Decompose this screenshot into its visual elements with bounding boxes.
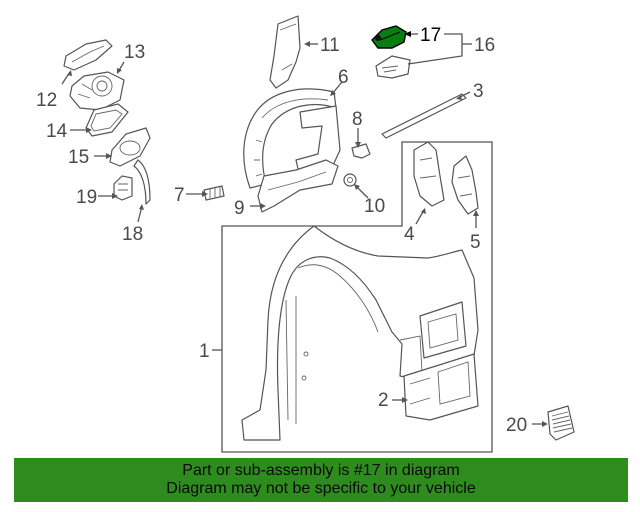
part-15-filler-pocket[interactable] <box>109 127 151 167</box>
callout-20: 20 <box>506 415 527 436</box>
callout-4: 4 <box>404 224 415 245</box>
part-12-fuel-door[interactable] <box>63 39 113 71</box>
assembly-group-outline <box>221 141 493 453</box>
callout-18: 18 <box>122 224 143 245</box>
callout-19: 19 <box>76 187 97 208</box>
callout-17: 17 <box>420 25 441 46</box>
part-17-actuator[interactable] <box>371 25 407 49</box>
callout-11: 11 <box>320 35 340 56</box>
leader-arrowheads <box>67 31 548 427</box>
part-13-fuel-door-housing[interactable] <box>69 71 125 111</box>
banner-line-part-number: Part or sub-assembly is #17 in diagram <box>182 462 460 479</box>
callout-2: 2 <box>378 390 389 411</box>
part-3-strip[interactable] <box>381 93 467 139</box>
part-16-bracket-assembly[interactable] <box>375 55 411 79</box>
callout-12: 12 <box>36 90 57 111</box>
part-2-lower-extension[interactable] <box>403 353 479 421</box>
callout-16: 16 <box>474 35 495 56</box>
callout-15: 15 <box>68 147 89 168</box>
info-banner: Part or sub-assembly is #17 in diagram D… <box>14 458 628 502</box>
callout-9: 9 <box>234 198 245 219</box>
part-8-clip[interactable] <box>351 143 371 159</box>
callout-labels: 1 2 3 4 5 6 7 8 9 10 11 12 13 14 15 16 1… <box>36 25 527 436</box>
part-5-inner-panel[interactable] <box>451 155 479 215</box>
part-7-push-pin[interactable] <box>203 185 225 201</box>
callout-1: 1 <box>199 341 210 362</box>
part-10-nut[interactable] <box>343 173 357 187</box>
callout-10: 10 <box>364 196 385 217</box>
callout-8: 8 <box>352 109 363 130</box>
callout-13: 13 <box>124 42 145 63</box>
part-4-inner-bracket[interactable] <box>413 141 445 207</box>
banner-line-disclaimer: Diagram may not be specific to your vehi… <box>166 480 476 497</box>
part-11-trim-panel[interactable] <box>269 15 301 89</box>
callout-3: 3 <box>473 81 484 102</box>
part-18-hose[interactable] <box>133 159 151 205</box>
callout-14: 14 <box>46 121 68 142</box>
part-1-quarter-panel[interactable] <box>241 225 479 441</box>
part-20-vent-grille[interactable] <box>547 405 575 441</box>
callout-5: 5 <box>470 232 481 253</box>
exploded-parts-diagram: 1 2 3 4 5 6 7 8 9 10 11 12 13 14 15 16 1… <box>36 15 575 453</box>
callout-6: 6 <box>338 67 349 88</box>
callout-7: 7 <box>174 185 185 206</box>
